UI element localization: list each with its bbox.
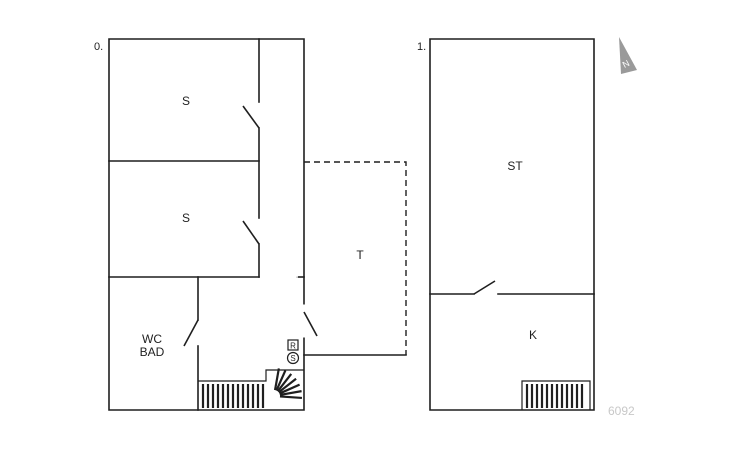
compass-arrow-icon [619, 37, 637, 74]
stair-winder-tread [279, 390, 302, 397]
terrace-dashed-boundary [304, 161, 407, 355]
stair-treads-winder [273, 368, 303, 400]
first-floor-outer-wall [429, 38, 595, 411]
utility-symbols: R S [286, 339, 300, 365]
bathroom-label-wc: WC [142, 332, 162, 346]
ground-staircase [198, 368, 304, 408]
bedroom-1-door [242, 105, 260, 129]
bedroom-2-door [242, 220, 260, 245]
compass-north-letter: N [621, 58, 631, 70]
stair-treads-straight [201, 384, 265, 408]
symbol-s-circle [286, 351, 300, 365]
ground-floor-outer-wall [108, 38, 305, 411]
ground-floor-label: 0. [94, 41, 103, 53]
bathroom-door [183, 319, 199, 347]
stair-winder-tread [278, 377, 297, 394]
plan-code: 6092 [608, 404, 635, 418]
bedroom-1-label: S [182, 94, 190, 108]
kitchen-door [473, 280, 496, 295]
stair-winder-tread [273, 368, 280, 391]
stair-winder-tread [276, 373, 293, 392]
stair-winder-tread [279, 395, 303, 400]
kitchen-label: K [529, 328, 537, 342]
stair-winder-tread [275, 369, 287, 391]
first-floor-label: 1. [417, 41, 426, 53]
bedroom-2-label: S [182, 211, 190, 225]
north-compass-icon: N [619, 37, 637, 74]
symbol-r-box [287, 339, 299, 351]
terrace-door [303, 311, 318, 337]
stair-winder-tread [279, 383, 301, 395]
first-floor-stair-outline [521, 380, 591, 410]
first-floor-plan [429, 38, 595, 411]
ground-floor-plan [108, 38, 318, 411]
terrace-label: T [356, 248, 364, 262]
living-room-label: ST [507, 159, 523, 173]
staircase-outline [198, 369, 304, 382]
symbol-s-label: S [290, 354, 295, 363]
symbol-r-label: R [290, 342, 296, 351]
terrace-outline [303, 161, 407, 356]
first-floor-stair-treads [525, 384, 584, 408]
bathroom-label-bad: BAD [140, 345, 165, 359]
